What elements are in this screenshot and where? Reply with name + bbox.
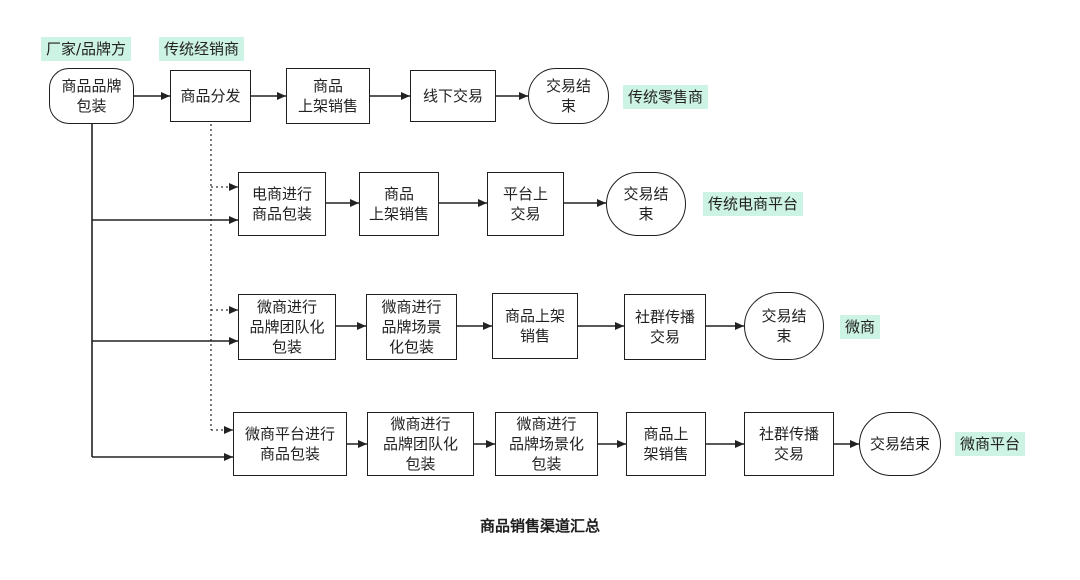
manufacturer-brand-tag: 厂家/品牌方 [41,37,132,61]
traditional-distributor-tag: 传统经销商 [159,37,245,61]
wechat-team-branding-node: 微商进行 品牌团队化 包装 [238,294,336,360]
product-distribution-node: 商品分发 [170,70,251,122]
ecommerce-packaging-node: 电商进行 商品包装 [238,172,326,236]
wechat-business-platform-tag: 微商平台 [955,432,1026,456]
wechat-business-tag: 微商 [840,315,881,339]
platform-scene-branding-node: 微商进行 品牌场景化 包装 [495,412,598,476]
retail-trade-end-node: 交易结束 [528,68,609,124]
wechat-platform-packaging-node: 微商平台进行 商品包装 [233,412,347,476]
ecommerce-trade-end-node: 交易结束 [606,172,686,236]
platform-trade-node: 平台上 交易 [487,172,564,236]
ecommerce-listing-sales-node: 商品 上架销售 [359,172,439,236]
platform-team-branding-node: 微商进行 品牌团队化 包装 [367,412,474,476]
wechat-listing-sales-node: 商品上架 销售 [492,293,578,359]
platform-trade-end-node: 交易结束 [859,412,941,476]
traditional-retailer-tag: 传统零售商 [623,85,709,109]
wechat-scene-branding-node: 微商进行 品牌场景 化包装 [366,294,457,360]
offline-trade-node: 线下交易 [410,70,496,122]
wechat-trade-end-node: 交易结束 [744,292,824,360]
platform-listing-sales-node: 商品上 架销售 [626,412,706,476]
retail-listing-sales-node: 商品 上架销售 [286,68,370,124]
wechat-community-trade-node: 社群传播 交易 [624,294,706,360]
diagram-caption: 商品销售渠道汇总 [479,517,600,535]
platform-community-trade-node: 社群传播 交易 [744,412,834,476]
traditional-ecommerce-platform-tag: 传统电商平台 [703,192,804,216]
brand-packaging-node: 商品品牌 包装 [49,68,134,124]
